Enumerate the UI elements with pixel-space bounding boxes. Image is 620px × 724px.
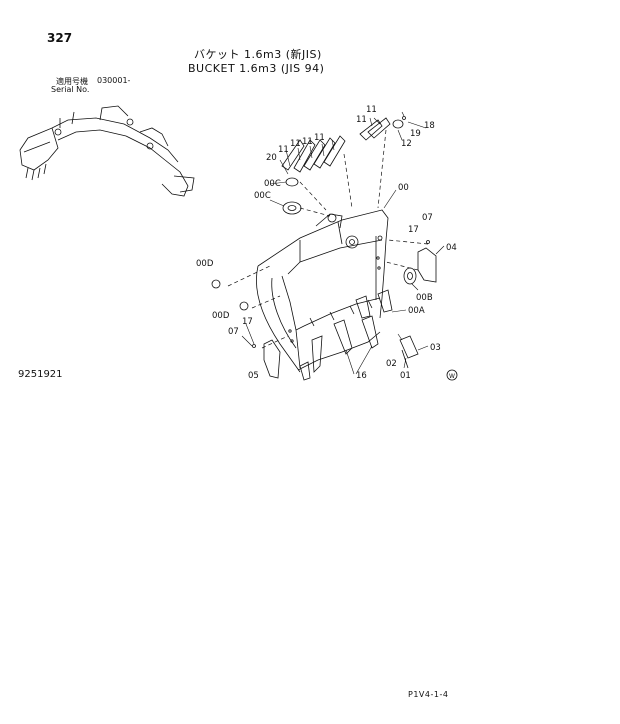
washers (211, 116, 417, 311)
callout-16: 16 (356, 371, 367, 381)
callout-20: 20 (266, 153, 277, 163)
callout-lines (241, 111, 445, 375)
stamp-letter: W (449, 373, 455, 380)
callout-00d: 00D (212, 311, 230, 321)
callout-11: 11 (302, 137, 313, 147)
callout-12: 12 (401, 139, 412, 149)
bucket-body (256, 209, 389, 373)
callout-01: 01 (400, 371, 411, 381)
callout-07: 07 (422, 213, 433, 223)
callout-00d: 00D (196, 259, 214, 269)
callout-00a: 00A (408, 306, 425, 316)
callout-17: 17 (242, 317, 253, 327)
tooth-pins (281, 117, 391, 173)
callout-05: 05 (248, 371, 259, 381)
callout-00c: 00C (254, 191, 271, 201)
serial-range: 030001- (97, 76, 131, 85)
callout-19: 19 (410, 129, 421, 139)
page-code: P1V4-1-4 (408, 690, 449, 699)
drawing-number: 9251921 (18, 369, 63, 380)
callout-17: 17 (408, 225, 419, 235)
callout-00b: 00B (416, 293, 433, 303)
stamp-circle (446, 369, 458, 381)
callout-03: 03 (430, 343, 441, 353)
leader-lines (227, 129, 429, 349)
callout-04: 04 (446, 243, 457, 253)
bucket-teeth (299, 289, 393, 381)
callout-18: 18 (424, 121, 435, 131)
callout-11: 11 (290, 139, 301, 149)
callout-00c: 00C (264, 179, 281, 189)
title-english: BUCKET 1.6m3 (JIS 94) (188, 62, 325, 75)
callout-11: 11 (314, 133, 325, 143)
page-number: 327 (47, 31, 73, 45)
title-japanese: バケット 1.6m3 (新JIS) (194, 48, 322, 61)
callout-11: 11 (366, 105, 377, 115)
callout-07: 07 (228, 327, 239, 337)
adapters (399, 335, 419, 369)
serial-label-english: Serial No. (51, 85, 90, 94)
excavator-thumbnail (19, 105, 195, 197)
callout-11: 11 (278, 145, 289, 155)
callout-00: 00 (398, 183, 409, 193)
serial-label-japanese: 適用号機 (56, 77, 88, 86)
callout-11: 11 (356, 115, 367, 125)
callout-02: 02 (386, 359, 397, 369)
